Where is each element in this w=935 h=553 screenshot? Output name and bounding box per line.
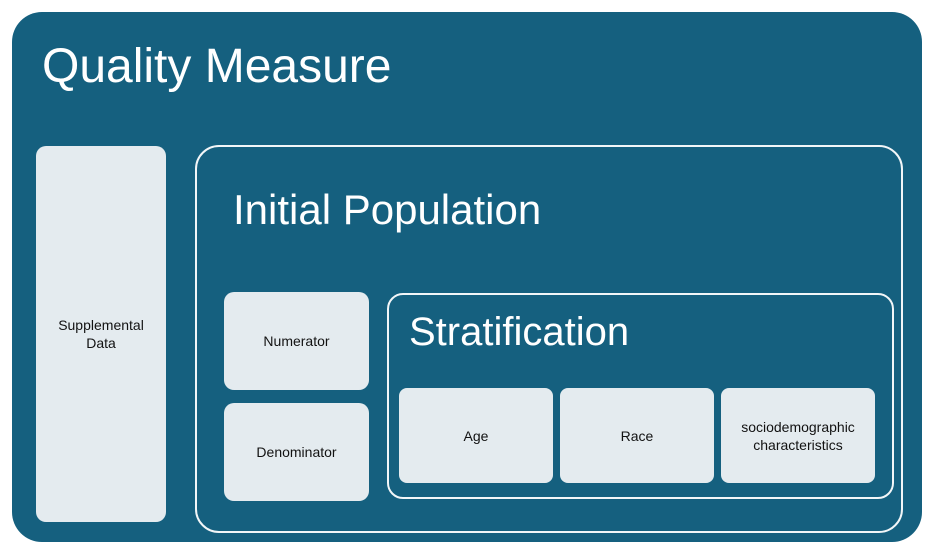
stratification-card-age: Age	[399, 388, 553, 483]
stratification-title: Stratification	[409, 310, 630, 354]
race-label: Race	[620, 427, 654, 444]
initial-population-title: Initial Population	[233, 186, 542, 233]
numerator-card: Numerator	[224, 292, 369, 390]
numerator-label: Numerator	[263, 333, 330, 349]
quality-measure-title: Quality Measure	[42, 40, 392, 93]
quality-measure-container: Quality Measure Supplemental Data Initia…	[12, 12, 922, 542]
initial-population-container: Initial Population Numerator Denominator…	[195, 145, 903, 533]
denominator-card: Denominator	[224, 403, 369, 501]
supplemental-data-card: Supplemental Data	[36, 146, 166, 522]
denominator-label: Denominator	[256, 444, 337, 460]
supplemental-data-label: Supplemental Data	[58, 317, 144, 351]
stratification-container: Stratification Age Race sociodemographic…	[387, 293, 894, 499]
age-label: Age	[463, 427, 489, 444]
stratification-card-sociodemographic: sociodemographic characteristics	[721, 388, 875, 483]
stratification-card-race: Race	[560, 388, 714, 483]
measure-cards-column: Numerator Denominator	[224, 292, 369, 501]
stratification-cards-row: Age Race sociodemographic characteristic…	[399, 388, 875, 483]
sociodemographic-characteristics-label: sociodemographic characteristics	[741, 418, 855, 453]
